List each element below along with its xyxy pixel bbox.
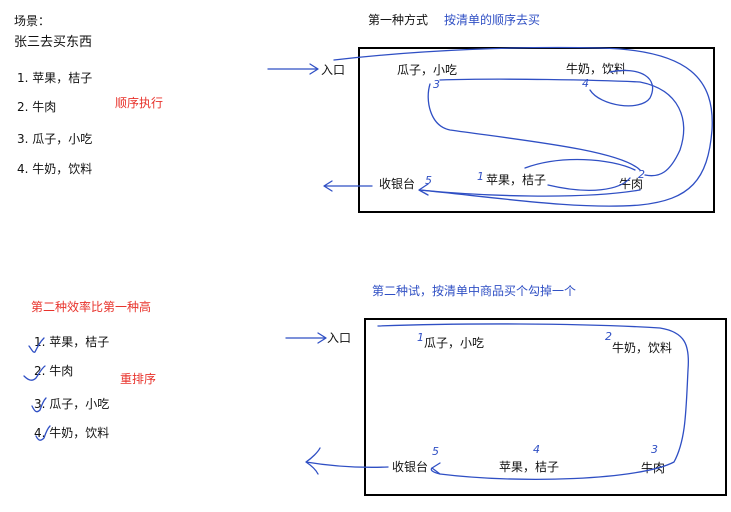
method2-entrance-arrow bbox=[285, 332, 327, 344]
method2-title: 第二种试，按清单中商品买个勾掉一个 bbox=[372, 284, 577, 298]
list-bottom-item-4: 4. 牛奶，饮料 bbox=[34, 426, 110, 440]
method1-mark-apple: 1 bbox=[477, 170, 484, 183]
method1-node-apple: 苹果，桔子 bbox=[486, 173, 547, 187]
list-top-item-2: 2. 牛肉 bbox=[17, 100, 57, 114]
method1-checkout: 收银台 bbox=[379, 177, 416, 191]
method2-node-milk: 牛奶，饮料 bbox=[612, 341, 673, 355]
method2-entrance: 入口 bbox=[327, 331, 352, 345]
method1-title: 第一种方式 bbox=[368, 13, 429, 27]
method2-node-melon: 瓜子，小吃 bbox=[424, 336, 485, 350]
method2-mark-melon: 1 bbox=[417, 331, 424, 344]
method1-mark-melon: 3 bbox=[433, 78, 440, 91]
comparison-note: 第二种效率比第一种高 bbox=[31, 300, 152, 314]
method2-node-apple: 苹果，桔子 bbox=[499, 460, 560, 474]
method1-node-milk: 牛奶，饮料 bbox=[566, 62, 627, 76]
method1-mark-beef: 2 bbox=[638, 168, 645, 181]
list-top-item-1: 1. 苹果，桔子 bbox=[17, 71, 93, 85]
store-box-2 bbox=[364, 318, 727, 496]
list-bottom-item-3: 3. 瓜子，小吃 bbox=[34, 397, 110, 411]
method2-checkout: 收银台 bbox=[392, 460, 429, 474]
method2-mark-beef: 3 bbox=[651, 443, 658, 456]
method1-subtitle: 按清单的顺序去买 bbox=[444, 13, 541, 27]
method2-mark-checkout: 5 bbox=[432, 445, 439, 458]
list-top-item-4: 4. 牛奶，饮料 bbox=[17, 162, 93, 176]
method1-entrance: 入口 bbox=[321, 63, 346, 77]
sequential-note: 顺序执行 bbox=[115, 96, 164, 110]
scenario-heading: 场景： bbox=[14, 14, 51, 28]
method2-node-beef: 牛肉 bbox=[641, 461, 666, 475]
method1-node-melon: 瓜子，小吃 bbox=[397, 63, 458, 77]
method2-mark-apple: 4 bbox=[533, 443, 540, 456]
reorder-note: 重排序 bbox=[120, 372, 157, 386]
method1-entrance-arrow bbox=[267, 63, 319, 75]
scenario-line: 张三去买东西 bbox=[14, 35, 93, 50]
list-top-item-3: 3. 瓜子，小吃 bbox=[17, 132, 93, 146]
list-bottom-item-1: 1. 苹果，桔子 bbox=[34, 335, 110, 349]
method1-mark-milk: 4 bbox=[582, 77, 589, 90]
list-bottom-item-2: 2. 牛肉 bbox=[34, 364, 74, 378]
method1-mark-checkout: 5 bbox=[425, 174, 432, 187]
method2-mark-milk: 2 bbox=[605, 330, 612, 343]
